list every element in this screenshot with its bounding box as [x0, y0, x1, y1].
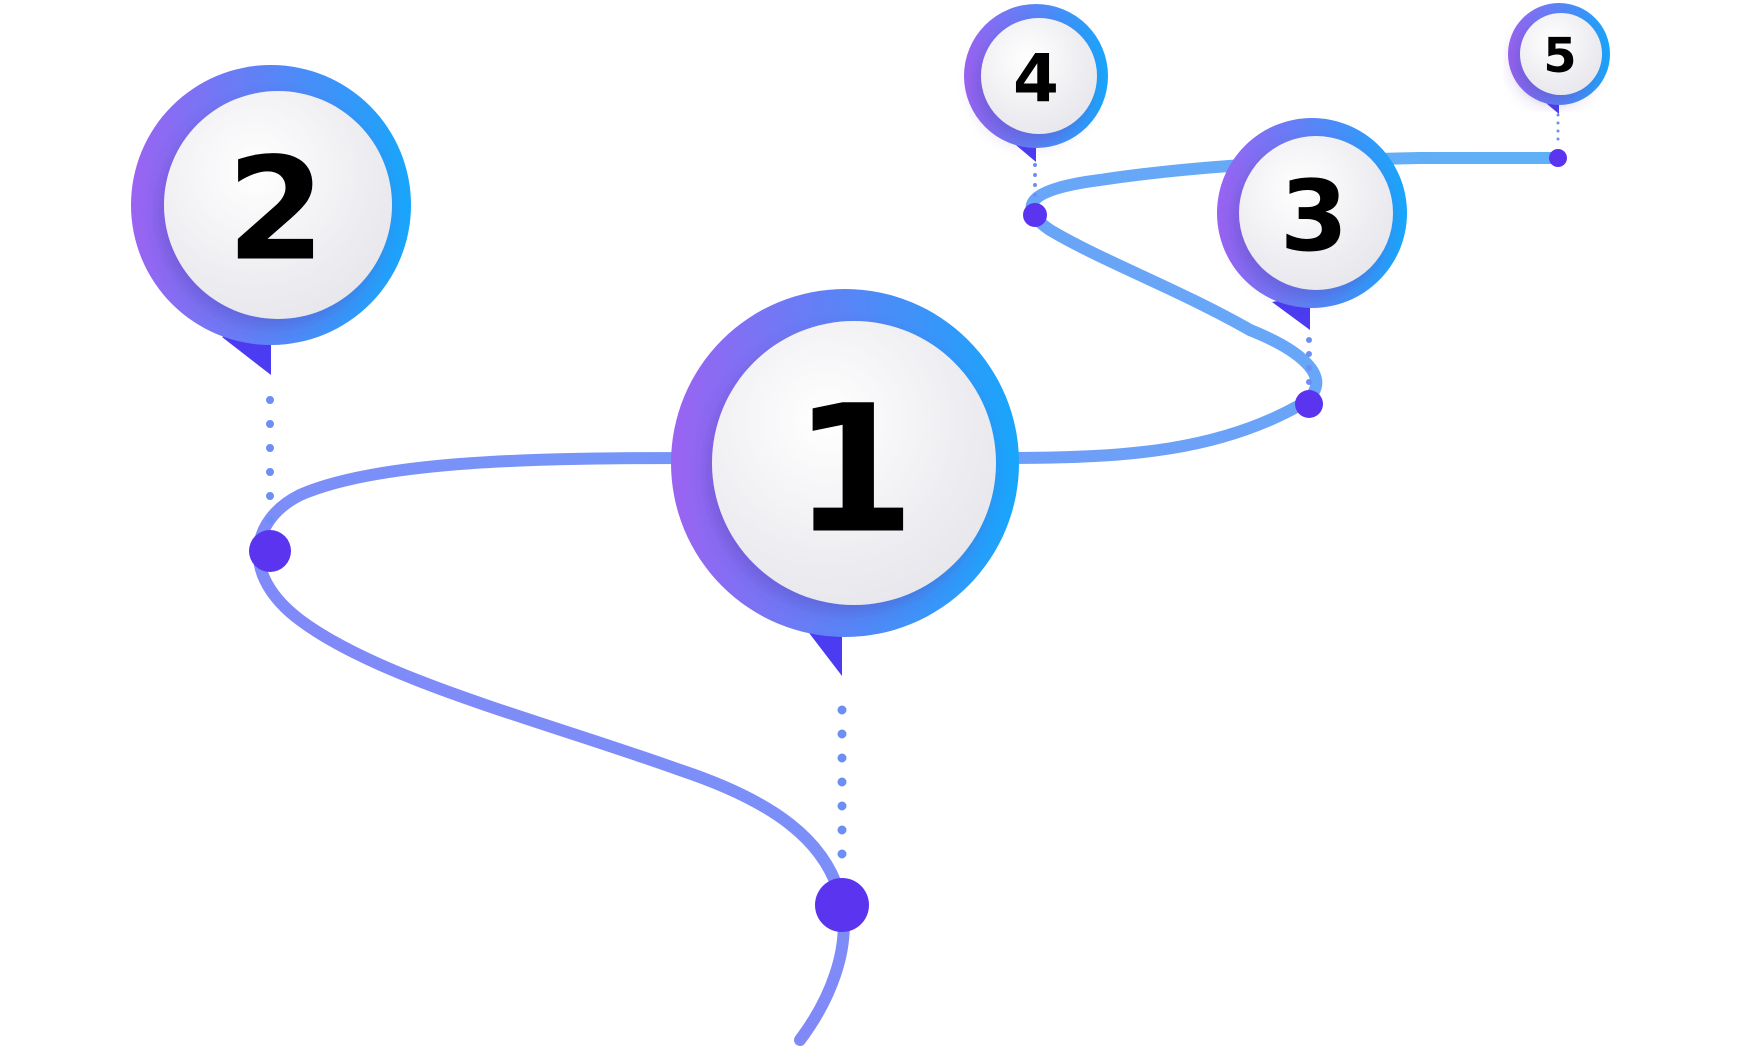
marker-3-face	[1239, 136, 1393, 290]
marker-5-number: 5	[1543, 28, 1576, 84]
marker-5: 5	[1508, 3, 1610, 114]
marker-5-face	[1520, 13, 1602, 95]
marker-2-number: 2	[227, 128, 326, 293]
marker-1-number: 1	[793, 368, 915, 573]
marker-4-number: 4	[1013, 41, 1059, 118]
path-dot-start	[815, 878, 869, 932]
marker-1-face	[712, 321, 996, 605]
path-dot-2	[249, 530, 291, 572]
marker-1: 1	[671, 289, 1019, 676]
marker-4-face	[981, 18, 1097, 134]
path-dot-5	[1549, 149, 1567, 167]
path-dot-3	[1295, 390, 1323, 418]
marker-2: 2	[131, 65, 411, 375]
marker-3-number: 3	[1280, 160, 1348, 274]
marker-2-face	[164, 91, 392, 319]
path-dot-4	[1023, 203, 1047, 227]
marker-3: 3	[1217, 118, 1407, 330]
marker-4: 4	[964, 4, 1108, 162]
